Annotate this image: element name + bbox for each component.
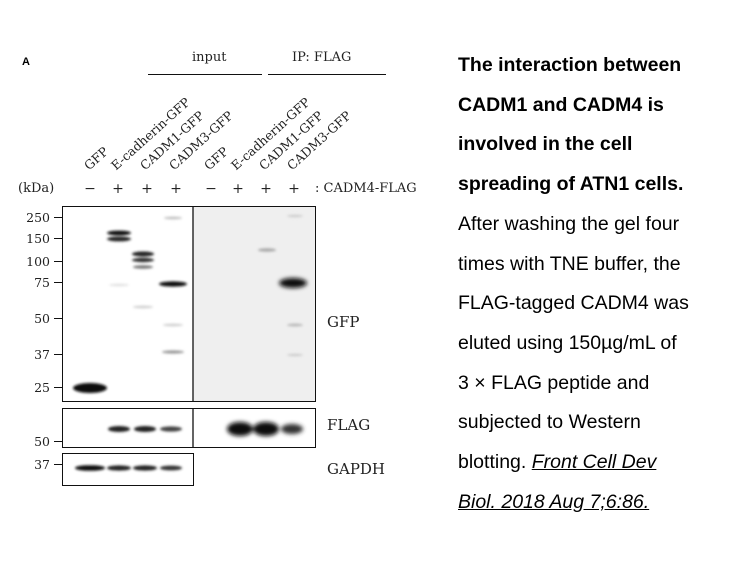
- tick-25: [54, 387, 62, 388]
- band-ip-cadm3-high: [287, 214, 303, 218]
- band-ecad-faint: [109, 283, 129, 287]
- flag-band-4: [160, 426, 182, 432]
- blot-label-flag: FLAG: [327, 416, 371, 434]
- tick-100: [54, 261, 62, 262]
- sign-lane-8: +: [288, 181, 300, 197]
- caption-body-line-4: eluted using 150µg/mL of: [458, 331, 677, 354]
- tick-flag-50: [54, 441, 62, 442]
- caption-body-line-3: FLAG-tagged CADM4 was: [458, 292, 689, 315]
- band-cadm3-low: [162, 350, 184, 354]
- caption-body-line-2: times with TNE buffer, the: [458, 252, 681, 275]
- sign-lane-6: +: [232, 181, 244, 197]
- flag-band-7: [253, 422, 279, 436]
- caption-title-line-4: spreading of ATN1 cells.: [458, 173, 684, 196]
- gapdh-blot: [62, 453, 194, 486]
- flag-blot: [62, 408, 316, 448]
- band-ip-cadm3: [279, 278, 307, 288]
- band-cadm1-3: [133, 265, 153, 269]
- caption-citation-line: Biol. 2018 Aug 7;6:86.: [458, 483, 753, 523]
- sign-lane-5: −: [205, 181, 217, 197]
- kda-label: (kDa): [18, 181, 55, 196]
- gapdh-blot-image: [75, 465, 182, 471]
- flag-band-2: [108, 426, 130, 432]
- caption-title-line-1: The interaction between: [458, 54, 682, 76]
- flag-band-3: [134, 426, 156, 432]
- band-ecad-2: [107, 236, 131, 242]
- group-label-input: input: [192, 50, 227, 65]
- citation-link-part-2[interactable]: Biol. 2018 Aug 7;6:86.: [458, 490, 650, 513]
- caption-body-line-1: After washing the gel four: [458, 212, 680, 235]
- marker-gapdh-37: 37: [34, 457, 50, 472]
- tick-gapdh-37: [54, 464, 62, 465]
- caption-title-line-2: CADM1 and CADM4 is: [458, 93, 664, 116]
- western-blot-figure: A input IP: FLAG GFP E-cadherin-GFP CADM…: [18, 50, 417, 486]
- marker-75: 75: [34, 275, 50, 290]
- band-cadm1-1: [132, 251, 154, 257]
- tick-150: [54, 238, 62, 239]
- marker-100: 100: [26, 254, 50, 269]
- sign-lane-4: +: [170, 181, 182, 197]
- band-cadm1-2: [132, 257, 154, 263]
- marker-flag-50: 50: [34, 434, 50, 449]
- band-cadm3: [159, 281, 187, 287]
- band-cadm3-high: [164, 216, 182, 220]
- band-cadm1-faint: [133, 305, 153, 309]
- flag-band-8: [281, 424, 303, 434]
- band-gfp: [73, 383, 107, 393]
- caption-body-line-5: 3 × FLAG peptide and: [458, 371, 650, 394]
- band-ip-cadm3-50: [287, 323, 303, 327]
- caption-title-line-3: involved in the cell: [458, 133, 633, 156]
- marker-50: 50: [34, 311, 50, 326]
- group-line-input: [148, 74, 262, 75]
- sign-lane-1: −: [84, 181, 96, 197]
- sign-lane-3: +: [141, 181, 153, 197]
- cadm4-flag-label: : CADM4-FLAG: [315, 181, 417, 196]
- tick-37: [54, 354, 62, 355]
- flag-band-6: [227, 422, 253, 436]
- caption-body-last: blotting.: [458, 451, 527, 474]
- gapdh-band-3: [133, 465, 157, 471]
- gfp-blot-image: [73, 207, 315, 401]
- gapdh-band-2: [107, 465, 131, 471]
- group-label-ip: IP: FLAG: [292, 50, 352, 65]
- group-line-ip: [268, 74, 386, 75]
- tick-50: [54, 318, 62, 319]
- lane-label-5: GFP: [200, 143, 232, 173]
- lane-label-1: GFP: [80, 143, 112, 173]
- figure-caption: The interaction between CADM1 and CADM4 …: [458, 46, 753, 522]
- gapdh-band-1: [75, 465, 105, 471]
- band-ip-ecad: [258, 248, 276, 252]
- band-cadm3-faint: [163, 323, 183, 327]
- marker-150: 150: [26, 231, 50, 246]
- tick-75: [54, 282, 62, 283]
- marker-25: 25: [34, 380, 50, 395]
- marker-37: 37: [34, 347, 50, 362]
- sign-lane-7: +: [260, 181, 272, 197]
- caption-body-line-6: subjected to Western: [458, 411, 641, 434]
- band-ecad-1: [107, 230, 131, 236]
- blot-label-gapdh: GAPDH: [327, 460, 386, 478]
- flag-blot-image: [108, 409, 303, 447]
- gapdh-band-4: [160, 465, 182, 471]
- panel-letter: A: [22, 56, 30, 68]
- gfp-blot: [62, 206, 316, 402]
- band-ip-cadm3-37: [287, 353, 303, 357]
- citation-link-part-1[interactable]: Front Cell Dev: [531, 451, 657, 474]
- caption-body-line-7: blotting. Front Cell Dev: [458, 443, 753, 483]
- marker-250: 250: [26, 210, 50, 225]
- blot-label-gfp: GFP: [327, 313, 360, 331]
- ip-region-background: [193, 207, 315, 401]
- sign-lane-2: +: [112, 181, 124, 197]
- tick-250: [54, 217, 62, 218]
